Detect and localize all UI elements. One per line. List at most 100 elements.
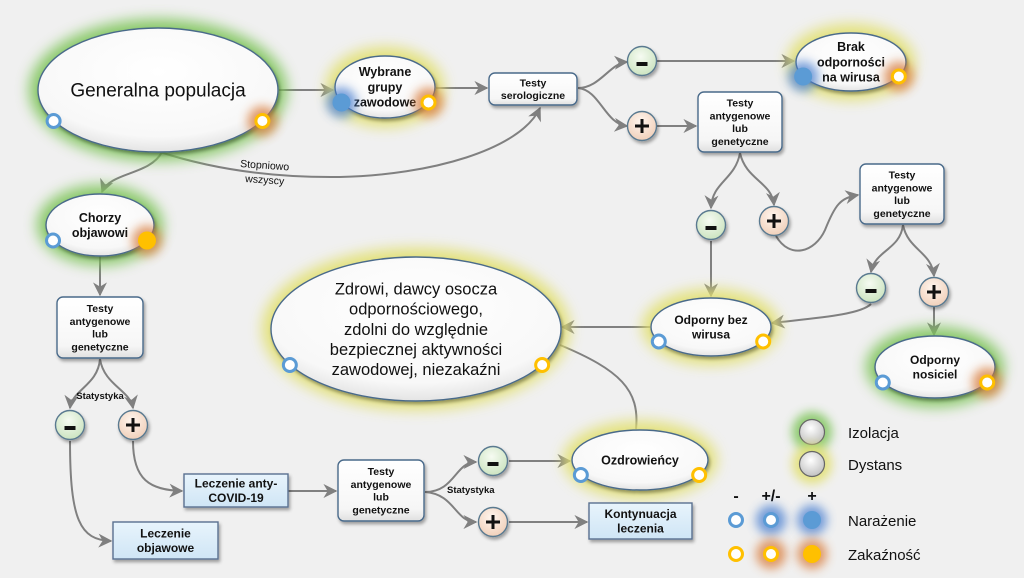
node-label-line: Generalna populacja: [70, 81, 246, 102]
minus-glyph: [865, 289, 877, 293]
node-label-line: lub: [894, 195, 910, 207]
exposure-indicator: [650, 333, 667, 350]
node-shape: [795, 32, 907, 92]
node-label-line: Zdrowi, dawcy osocza: [335, 281, 498, 299]
positive-result-ag4-plus[interactable]: [477, 506, 509, 538]
negative-result-sero-minus[interactable]: [626, 45, 658, 77]
positive-result-sero-plus[interactable]: [626, 110, 658, 142]
exposure-indicator: [794, 67, 813, 86]
node-label-line: Testy: [520, 77, 547, 89]
positive-result-ag2-plus[interactable]: [918, 276, 950, 308]
edge-ag1-to-minus: [704, 152, 741, 210]
node-label-line: zdolni do względnie: [344, 321, 488, 339]
legend-label: Zakaźność: [848, 547, 921, 564]
legend-exposure-dot: [803, 511, 821, 529]
node-general-population[interactable]: Generalna populacja: [29, 19, 287, 161]
node-label-line: antygenowe: [710, 110, 771, 122]
edges-layer: [64, 54, 941, 548]
plus-glyph-v: [491, 515, 495, 529]
node-label-line: Wybrane: [359, 65, 412, 79]
negative-result-ag4-minus[interactable]: [477, 445, 509, 477]
node-label-line: leczenia: [617, 522, 664, 536]
edge-conval-to-healthy: [559, 344, 638, 430]
positive-result-ag3-plus[interactable]: [117, 409, 149, 441]
minus-glyph: [487, 462, 499, 466]
edge-label-statistics: Statystyka: [76, 391, 124, 402]
node-shape: [334, 55, 436, 119]
legend-infectivity-dot: [728, 546, 744, 562]
legend-circle-icon: [798, 418, 826, 446]
nodes-layer: Generalna populacjaWybranegrupyzawodoweT…: [29, 19, 1004, 560]
edge-ag4-to-minus: [424, 455, 478, 493]
legend-infectivity-dot: [803, 545, 821, 563]
legend-level-header: +: [807, 488, 816, 505]
node-shape: [571, 429, 709, 491]
edge-label-statistics: Statystyka: [447, 485, 495, 496]
negative-result-ag3-minus[interactable]: [54, 409, 86, 441]
edge-ag2minus-to-immune: [770, 303, 872, 329]
node-label-line: genetyczne: [711, 136, 768, 148]
legend-level-header: -: [733, 488, 738, 505]
negative-result-ag1-minus[interactable]: [695, 209, 727, 241]
node-label-line: Odporny: [910, 353, 960, 367]
exposure-indicator: [45, 232, 62, 249]
node-label-line: Testy: [87, 303, 114, 315]
negative-result-ag2-minus[interactable]: [855, 272, 887, 304]
node-convalescents[interactable]: Ozdrowieńcy: [563, 421, 717, 499]
test-box: [859, 163, 945, 225]
infectivity-indicator: [691, 467, 708, 483]
infectivity-indicator: [755, 333, 772, 350]
edge-ag2-to-plus: [902, 224, 940, 278]
edge-ag3-to-minus: [64, 358, 101, 410]
node-label-line: Testy: [889, 169, 916, 181]
legend-exposure-dot: [763, 512, 779, 528]
node-label-line: bezpiecznej aktywności: [330, 341, 502, 359]
node-shape: [874, 335, 996, 399]
minus-icon: [477, 445, 509, 477]
legend-row-infectivity: Zakaźność: [728, 539, 921, 569]
node-label-line: na wirusa: [822, 71, 881, 85]
node-label-line: Leczenie anty-: [195, 476, 278, 490]
node-healthy-donors[interactable]: Zdrowi, dawcy osoczaodpornościowego,zdol…: [262, 248, 570, 410]
node-label-line: antygenowe: [872, 182, 933, 194]
test-box: [56, 296, 144, 359]
node-label-line: Odporny bez: [674, 313, 747, 327]
infectivity-indicator: [420, 94, 437, 111]
legend-label: Izolacja: [848, 425, 900, 442]
node-label-line: COVID-19: [208, 491, 264, 505]
positive-result-ag1-plus[interactable]: [758, 205, 790, 237]
edge-ag2-to-minus: [866, 224, 904, 274]
node-label-line: lub: [732, 123, 748, 135]
node-label-line: lub: [373, 492, 389, 504]
node-label-line: antygenowe: [351, 479, 412, 491]
node-label-line: Brak: [837, 40, 865, 54]
exposure-indicator: [874, 374, 891, 391]
legend-label: Dystans: [848, 457, 902, 474]
node-label-line: grupy: [368, 80, 403, 94]
legend-infectivity-dot: [763, 546, 779, 562]
node-shape: [650, 297, 772, 357]
legend-label: Narażenie: [848, 513, 916, 530]
node-anti-covid-treatment[interactable]: Leczenie anty-COVID-19: [183, 473, 289, 508]
plus-glyph-v: [131, 418, 135, 432]
node-label-line: wirusa: [691, 328, 730, 342]
treatment-box: [112, 521, 219, 560]
minus-icon: [855, 272, 887, 304]
node-label-line: genetyczne: [71, 341, 128, 353]
node-label-line: Leczenie: [140, 526, 191, 540]
legend-level-header: +/-: [761, 488, 780, 505]
